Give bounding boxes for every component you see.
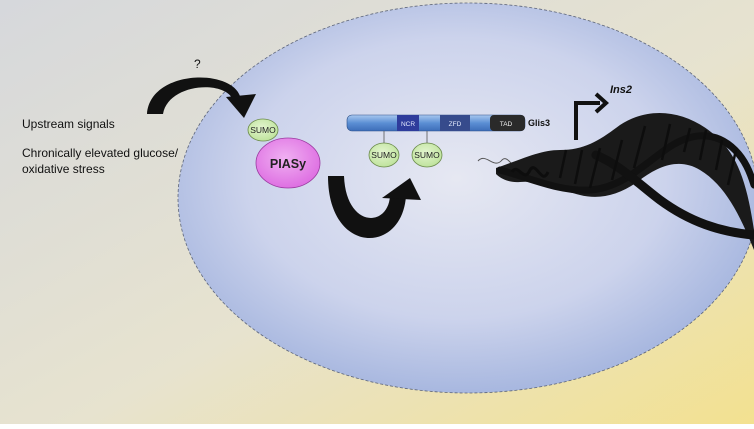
upstream-arrow	[147, 77, 256, 118]
nucleus	[177, 2, 754, 394]
sumo-label-3: SUMO	[414, 150, 440, 160]
piasy-label: PIASy	[270, 157, 306, 171]
upstream-signals-label: Upstream signals	[22, 117, 115, 131]
stress-label-line2: oxidative stress	[22, 162, 105, 176]
zfd-label: ZFD	[449, 121, 462, 128]
tad-label: TAD	[500, 121, 513, 128]
ins2-label: Ins2	[610, 84, 632, 96]
sumo-glis3-1	[368, 142, 400, 168]
glis3-protein	[346, 114, 526, 132]
ncr-label: NCR	[401, 121, 415, 128]
zfd-domain	[440, 115, 470, 131]
sumo-label-1: SUMO	[250, 125, 276, 135]
transcription-start-arrow	[574, 92, 609, 140]
ncr-domain	[397, 115, 419, 131]
sumo-glis3-2	[411, 142, 443, 168]
dna-helix	[496, 113, 754, 250]
tad-domain	[490, 115, 525, 131]
sumo-piasy	[247, 118, 279, 142]
piasy-protein	[255, 137, 321, 189]
glis3-label: Glis3	[528, 118, 550, 128]
sumo-label-2: SUMO	[371, 150, 397, 160]
question-mark-label: ?	[194, 57, 201, 71]
sumoylation-arrow	[328, 176, 421, 239]
stress-label-line1: Chronically elevated glucose/	[22, 146, 179, 160]
